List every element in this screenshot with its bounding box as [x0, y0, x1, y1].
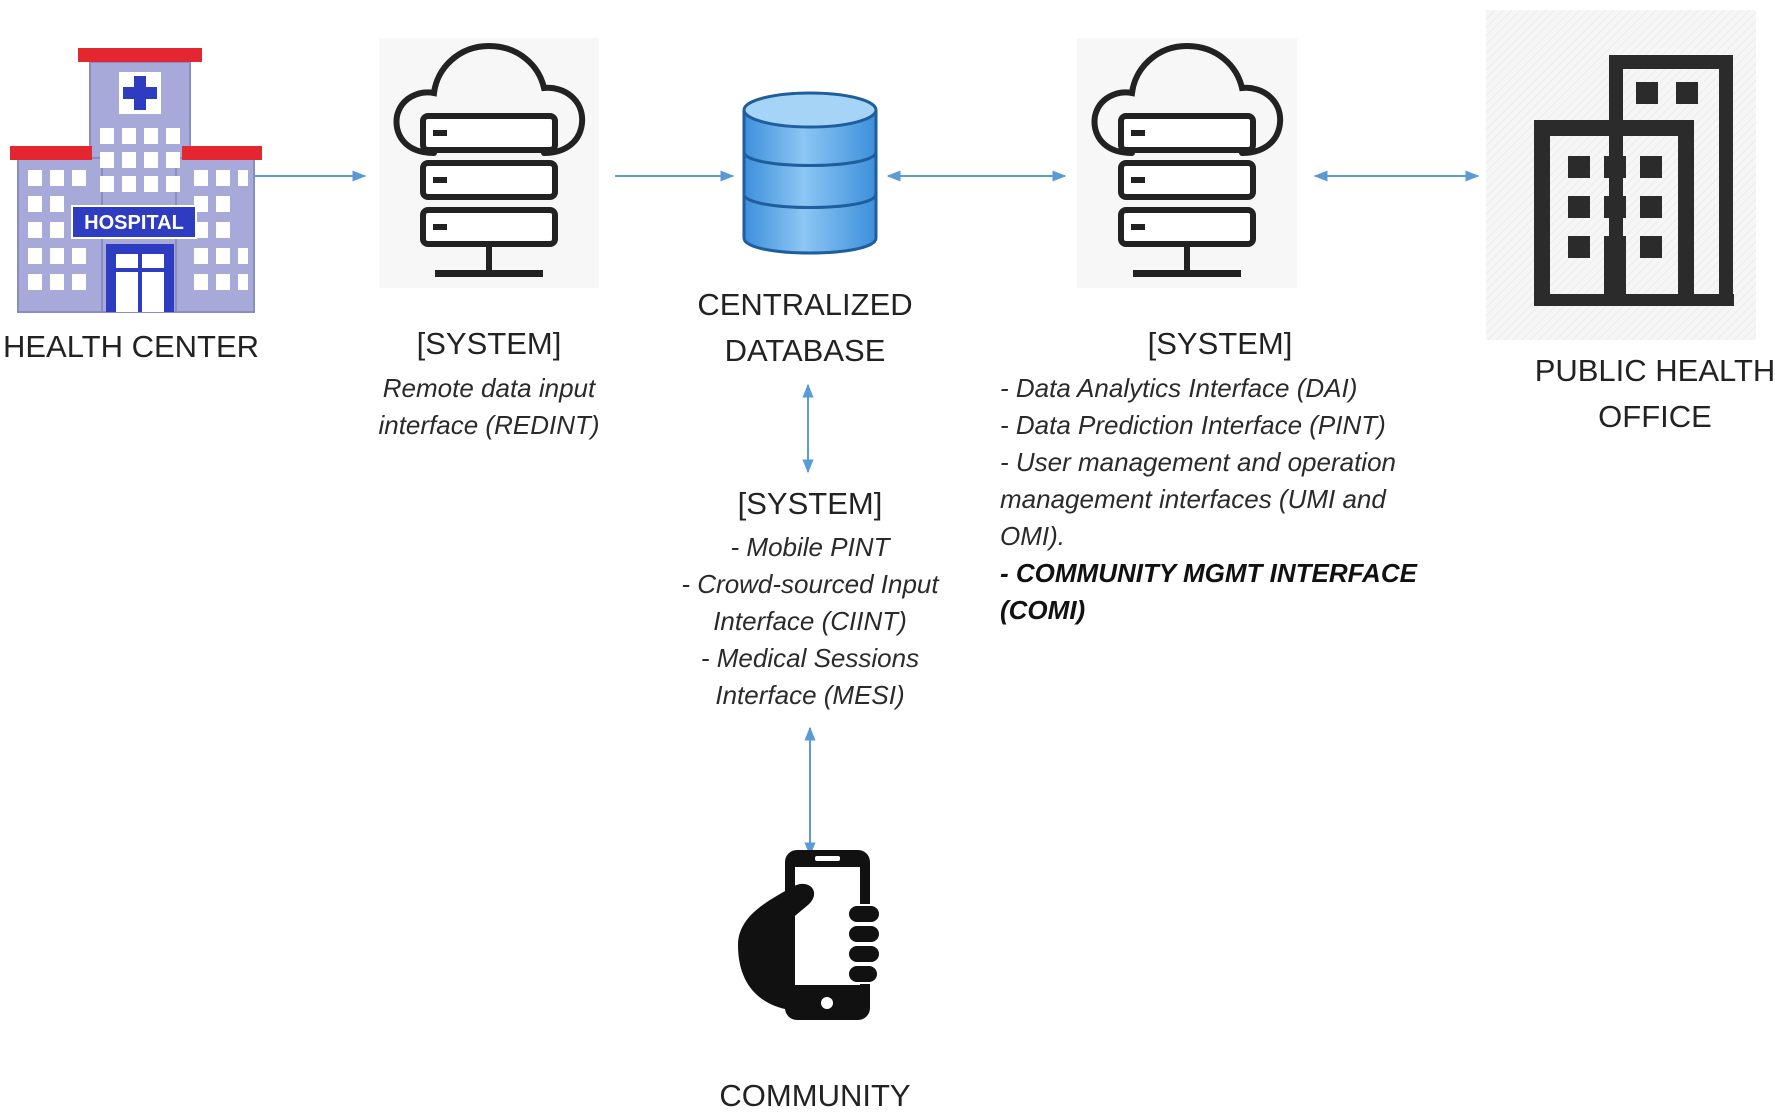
public-health-office-label: PUBLIC HEALTH OFFICE — [1520, 348, 1775, 440]
office-building-icon — [1486, 10, 1756, 340]
system-bottom-title: [SYSTEM] — [737, 486, 883, 521]
cloud-server-icon — [1077, 38, 1297, 288]
system-right-title: [SYSTEM] — [1147, 326, 1293, 361]
health-center-label: HEALTH CENTER — [2, 329, 260, 364]
hospital-icon: HOSPITAL — [10, 48, 262, 313]
description-line: - Data Analytics Interface (DAI) — [1000, 373, 1358, 403]
description-line: - Mobile PINT — [730, 532, 890, 562]
database-label: CENTRALIZED DATABASE — [680, 282, 930, 374]
description-line: management interfaces (UMI and — [1000, 484, 1386, 514]
description-line: - Medical Sessions — [700, 643, 920, 673]
database-label-line: DATABASE — [724, 333, 886, 368]
system-left-description: Remote data input interface (REDINT) — [330, 370, 648, 444]
description-line: Interface (CIINT) — [713, 606, 907, 636]
system-right-description: - Data Analytics Interface (DAI) - Data … — [1000, 370, 1420, 629]
description-line: OMI). — [1000, 521, 1065, 551]
system-left-title: [SYSTEM] — [416, 326, 562, 361]
public-health-office-label-line: PUBLIC HEALTH — [1534, 353, 1775, 388]
description-line: - User management and operation — [1000, 447, 1397, 477]
description-line: - Data Prediction Interface (PINT) — [1000, 410, 1386, 440]
hand-phone-icon — [738, 850, 881, 1020]
cloud-server-icon — [379, 38, 599, 288]
description-line: interface (REDINT) — [378, 410, 600, 440]
description-line: Remote data input — [382, 373, 596, 403]
public-health-office-label-line: OFFICE — [1598, 399, 1712, 434]
database-icon — [742, 91, 878, 255]
community-mgmt-interface-line: - COMMUNITY MGMT INTERFACE — [1000, 558, 1417, 588]
database-label-line: CENTRALIZED — [697, 287, 913, 322]
system-bottom-description: - Mobile PINT - Crowd-sourced Input Inte… — [640, 529, 980, 714]
community-mgmt-interface-line: (COMI) — [1000, 595, 1086, 625]
description-line: Interface (MESI) — [715, 680, 905, 710]
hospital-sign: HOSPITAL — [84, 212, 184, 234]
description-line: - Crowd-sourced Input — [681, 569, 939, 599]
community-label: COMMUNITY — [719, 1078, 911, 1113]
